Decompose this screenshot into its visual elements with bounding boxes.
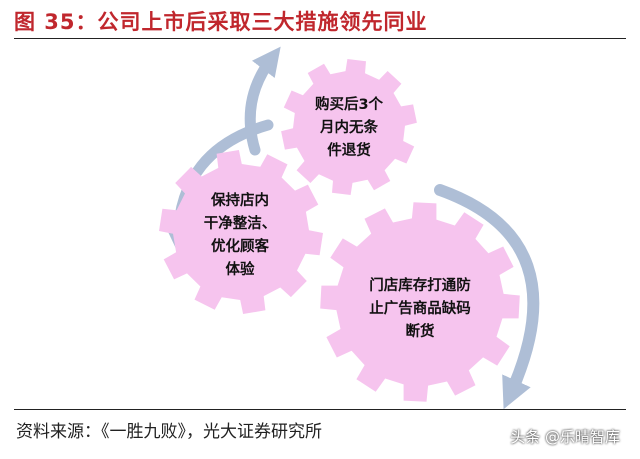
gear-right-line: 门店库存打通防 xyxy=(369,278,471,294)
bottom-divider xyxy=(14,409,626,410)
gear-left-line: 优化顾客 xyxy=(211,239,269,255)
gear-left-line: 体验 xyxy=(225,262,255,278)
figure-title: 图 35：公司上市后采取三大措施领先同业 xyxy=(14,10,428,34)
top-divider xyxy=(14,38,626,39)
source-note: 资料来源：《一胜九败》，光大证券研究所 xyxy=(16,422,322,442)
gear-right-line: 断货 xyxy=(405,324,435,340)
gear-top-line: 月内无条 xyxy=(320,120,378,136)
gear-top-label: 购买后3个 月内无条 件退货 xyxy=(289,94,409,163)
gear-left-line: 保持店内 xyxy=(211,193,269,209)
watermark: 头条 @乐晴智库 xyxy=(510,428,620,446)
gear-left-label: 保持店内 干净整洁、 优化顾客 体验 xyxy=(180,190,300,282)
gear-left xyxy=(159,150,323,314)
gear-top-line: 件退货 xyxy=(327,143,371,159)
gear-right-line: 止广告商品缺码 xyxy=(369,301,471,317)
gear-left-line: 干净整洁、 xyxy=(203,216,277,232)
arrow-bottom-right xyxy=(434,184,540,410)
gear-top xyxy=(281,59,417,195)
gear-right-label: 门店库存打通防 止广告商品缺码 断货 xyxy=(345,275,495,344)
arrow-top-left xyxy=(244,46,281,156)
gear-right xyxy=(320,202,520,402)
gear-top-line: 购买后3个 xyxy=(314,97,384,113)
